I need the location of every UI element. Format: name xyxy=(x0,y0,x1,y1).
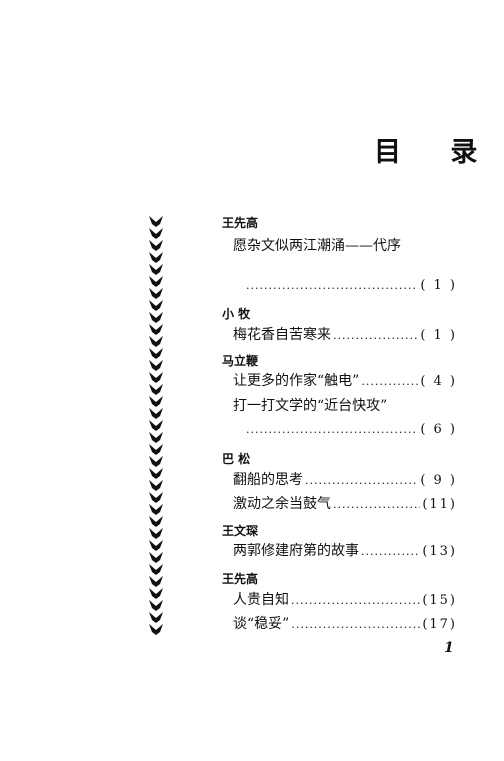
dot-leader xyxy=(246,276,418,296)
toc-entry-title[interactable]: 愿杂文似两江潮涌——代序 xyxy=(233,238,401,254)
toc-entry[interactable]: 翻船的思考 ( 9 ) xyxy=(233,470,457,490)
page-title: 目 录 xyxy=(374,137,498,168)
dot-leader xyxy=(361,542,420,562)
toc-page-ref: ( 1 ) xyxy=(420,278,457,293)
toc-page-ref: ( 4 ) xyxy=(420,374,457,389)
author-name: 小 牧 xyxy=(222,307,251,321)
page-number: 1 xyxy=(444,640,454,656)
author-name: 王先高 xyxy=(222,216,259,230)
toc-entry[interactable]: 人贵自知 (15) xyxy=(233,590,457,610)
toc-entry[interactable]: 让更多的作家“触电” ( 4 ) xyxy=(233,371,457,391)
toc-entry-title: 谈“稳妥” xyxy=(233,616,290,632)
author-name: 王先高 xyxy=(222,572,259,586)
dot-leader xyxy=(291,591,420,611)
toc-page-ref: (17) xyxy=(422,617,457,632)
toc-entry[interactable]: ( 1 ) xyxy=(244,276,457,296)
dot-leader xyxy=(291,615,420,635)
toc-page-ref: ( 9 ) xyxy=(420,473,457,488)
toc-entry-title: 梅花香自苦寒来 xyxy=(233,327,331,343)
dot-leader xyxy=(361,372,418,392)
author-name: 巴 松 xyxy=(222,452,251,466)
dot-leader xyxy=(333,326,418,346)
toc-entry[interactable]: ( 6 ) xyxy=(244,420,457,440)
toc-page-ref: (13) xyxy=(422,544,457,559)
toc-entry-title[interactable]: 打一打文学的“近台快攻” xyxy=(233,398,388,414)
dot-leader xyxy=(246,420,418,440)
dot-leader xyxy=(333,495,420,515)
author-name: 马立鞭 xyxy=(222,354,259,368)
toc-entry[interactable]: 激动之余当鼓气 (11) xyxy=(233,494,457,514)
toc-page-ref: ( 6 ) xyxy=(420,422,457,437)
toc-entry-title: 翻船的思考 xyxy=(233,472,303,488)
author-name: 王文琛 xyxy=(222,524,259,538)
toc-entry-title: 两郭修建府第的故事 xyxy=(233,543,359,559)
toc-page-ref: (15) xyxy=(422,593,457,608)
toc-page-ref: (11) xyxy=(422,497,457,512)
toc-entry-title: 激动之余当鼓气 xyxy=(233,496,331,512)
toc-entry-title: 人贵自知 xyxy=(233,592,289,608)
dot-leader xyxy=(305,471,418,491)
toc-entry[interactable]: 梅花香自苦寒来 ( 1 ) xyxy=(233,325,457,345)
toc-entry[interactable]: 谈“稳妥” (17) xyxy=(233,614,457,634)
toc-entry[interactable]: 两郭修建府第的故事 (13) xyxy=(233,541,457,561)
toc-entry-title: 让更多的作家“触电” xyxy=(233,373,360,389)
toc-page-ref: ( 1 ) xyxy=(420,328,457,343)
